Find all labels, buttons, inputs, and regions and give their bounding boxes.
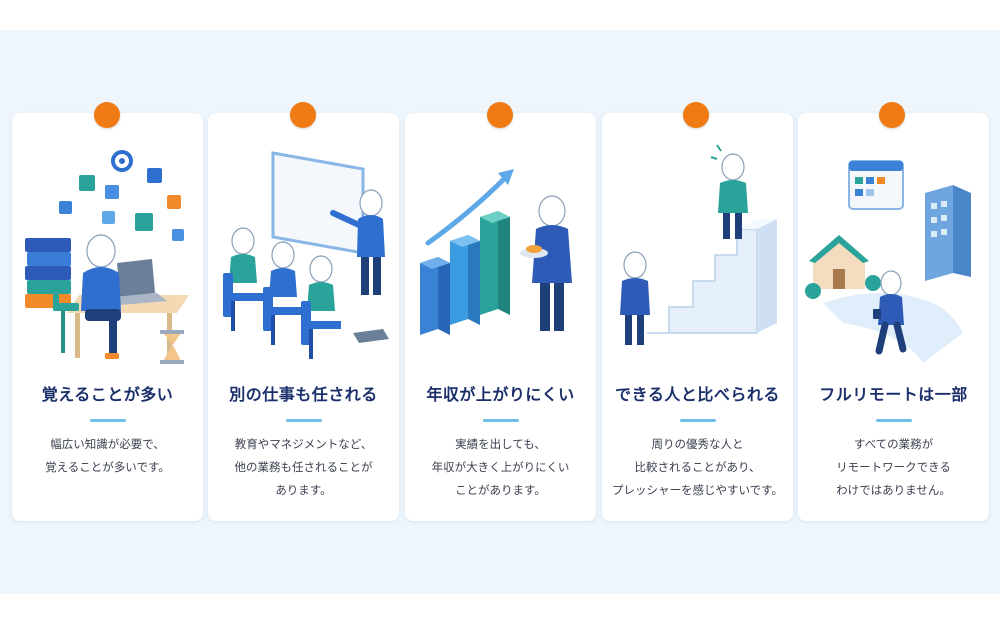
title-divider <box>286 419 322 422</box>
salary-chart-illustration <box>420 169 572 335</box>
description-line: プレッシャーを感じやすいです。 <box>611 483 783 497</box>
description-line: 周りの優秀な人と <box>651 437 744 451</box>
cube-icon <box>102 211 115 224</box>
description-line: 実績を出しても、 <box>455 437 546 451</box>
cube-icon <box>147 168 162 183</box>
description-line: 他の業務も任されることが <box>234 460 373 474</box>
description-line: 年収が大きく上がりにくい <box>431 460 570 474</box>
title-divider <box>680 419 716 422</box>
description-line: すべての業務が <box>853 437 934 451</box>
description-line: 比較されることがあり、 <box>634 460 761 474</box>
card-description: 幅広い知識が必要で、 覚えることが多いです。 <box>18 433 197 479</box>
cube-icon <box>135 213 153 231</box>
pin-icon <box>487 102 513 128</box>
pin-icon <box>290 102 316 128</box>
card-comparison: できる人と比べられる 周りの優秀な人と 比較されることがあり、 プレッシャーを感… <box>602 113 793 521</box>
cube-icon <box>172 229 184 241</box>
briefcase-icon <box>873 309 881 319</box>
cube-icon <box>79 175 95 191</box>
laptop-icon <box>117 259 155 297</box>
book-icon <box>27 280 71 294</box>
office-building-icon <box>925 185 953 281</box>
pin-icon <box>683 102 709 128</box>
card-title: 年収が上がりにくい <box>426 385 575 404</box>
commute-illustration <box>805 160 971 363</box>
trend-arrow-icon <box>425 174 509 246</box>
studying-person-illustration <box>25 150 189 364</box>
laptop-icon <box>353 329 389 343</box>
card-title: フルリモートは一部 <box>819 385 968 404</box>
description-line: 覚えることが多いです。 <box>45 460 170 474</box>
description-line: リモートワークできる <box>836 460 951 474</box>
card-description: 実績を出しても、 年収が大きく上がりにくい ことがあります。 <box>411 433 590 502</box>
book-icon <box>25 238 71 252</box>
card-title: できる人と比べられる <box>615 385 780 404</box>
card-title: 覚えることが多い <box>41 385 174 404</box>
presentation-illustration <box>223 151 389 359</box>
book-icon <box>27 252 71 266</box>
description-line: あります。 <box>275 483 332 497</box>
pin-icon <box>94 102 120 128</box>
cube-icon <box>167 195 181 209</box>
card-description: 教育やマネジメントなど、 他の業務も任されることが あります。 <box>214 433 393 502</box>
title-divider <box>876 419 912 422</box>
card-title: 別の仕事も任される <box>229 385 378 404</box>
whiteboard-icon <box>271 151 365 255</box>
stairs-comparison-illustration <box>620 144 777 345</box>
stairs-icon <box>647 228 758 334</box>
card-income: 年収が上がりにくい 実績を出しても、 年収が大きく上がりにくい ことがあります。 <box>405 113 596 521</box>
card-description: すべての業務が リモートワークできる わけではありません。 <box>804 433 983 502</box>
pin-icon <box>879 102 905 128</box>
card-remote: フルリモートは一部 すべての業務が リモートワークできる わけではありません。 <box>798 113 989 521</box>
gear-icon <box>111 150 133 172</box>
title-divider <box>90 419 126 422</box>
cube-icon <box>105 185 119 199</box>
person-head <box>86 234 116 268</box>
cube-icon <box>59 201 72 214</box>
title-divider <box>483 419 519 422</box>
description-line: 幅広い知識が必要で、 <box>50 437 165 451</box>
hourglass-icon <box>163 333 181 345</box>
card-description: 周りの優秀な人と 比較されることがあり、 プレッシャーを感じやすいです。 <box>608 433 787 502</box>
description-line: 教育やマネジメントなど、 <box>234 437 373 451</box>
description-line: わけではありません。 <box>836 483 951 497</box>
card-other-duties: 別の仕事も任される 教育やマネジメントなど、 他の業務も任されることが あります… <box>208 113 399 521</box>
description-line: ことがあります。 <box>455 483 546 497</box>
book-icon <box>25 266 71 280</box>
card-memorize: 覚えることが多い 幅広い知識が必要で、 覚えることが多いです。 <box>12 113 203 521</box>
coins-icon <box>526 245 542 253</box>
